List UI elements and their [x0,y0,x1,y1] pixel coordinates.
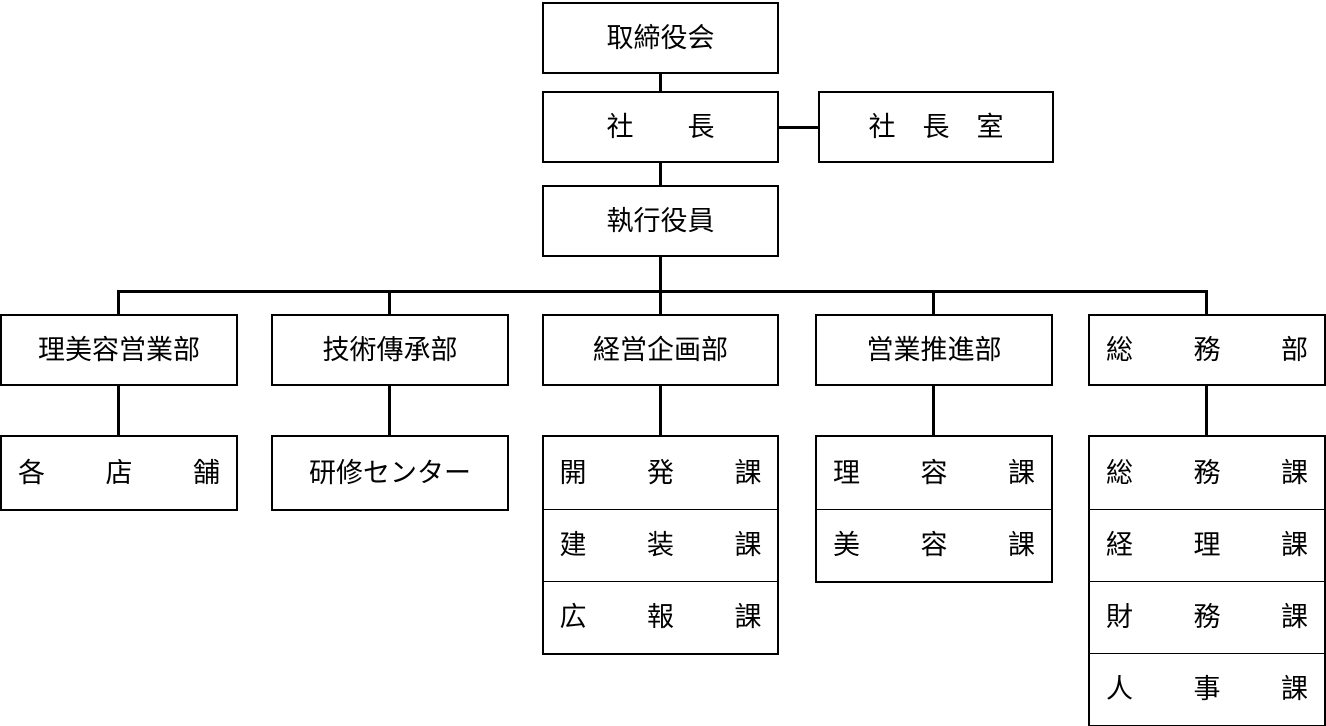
node-general-affairs-section[interactable]: 総 務 課 [1106,457,1325,489]
node-each-store[interactable]: 各 店 舗 [18,457,237,489]
node-executive-officers[interactable]: 執行役員 [542,185,779,257]
node-dept-general-affairs[interactable]: 総 務 部 [1088,314,1326,386]
node-board-of-directors[interactable]: 取締役会 [542,2,779,74]
node-dept-skill-transfer[interactable]: 技術傳承部 [271,314,509,386]
connector-dept-1-to-children [117,384,120,437]
node-dept-corporate-planning[interactable]: 経営企画部 [542,314,779,386]
stack-corporate-planning-children: 開 発 課 建 装 課 広 報 課 [542,435,779,655]
node-finance-section[interactable]: 財 務 課 [1090,581,1324,653]
node-dept-sales-promotion[interactable]: 営業推進部 [815,314,1053,386]
node-barber-section[interactable]: 理 容 課 [833,457,1052,489]
stack-general-affairs-children: 総 務 課 経 理 課 財 務 課 人 事 課 [1088,435,1326,726]
stack-sales-promotion-children: 理 容 課 美 容 課 [815,435,1053,583]
node-dept-beauty-sales[interactable]: 理美容営業部 [0,314,238,386]
node-beauty-section[interactable]: 美 容 課 [817,509,1051,581]
connector-department-bus [117,290,1208,293]
node-training-center[interactable]: 研修センター [309,457,471,489]
node-president[interactable]: 社 長 [542,91,779,163]
connector-bus-to-dept-1 [117,290,120,316]
connector-bus-to-dept-4 [932,290,935,316]
node-human-resources-section[interactable]: 人 事 課 [1090,653,1324,725]
stack-skill-transfer-children: 研修センター [271,435,509,511]
connector-president-to-executives [659,161,662,187]
node-public-relations-section[interactable]: 広 報 課 [544,581,777,653]
connector-bus-to-dept-5 [1205,290,1208,316]
node-president-office[interactable]: 社 長 室 [818,91,1054,163]
connector-dept-4-to-children [932,384,935,437]
connector-dept-2-to-children [388,384,391,437]
connector-president-to-president-office [777,126,820,129]
node-construction-section[interactable]: 建 装 課 [544,509,777,581]
connector-bus-to-dept-2 [388,290,391,316]
connector-dept-5-to-children [1205,384,1208,437]
connector-executives-to-bus [659,254,662,293]
connector-bus-to-dept-3 [659,290,662,316]
node-accounting-section[interactable]: 経 理 課 [1090,509,1324,581]
connector-board-to-president [659,71,662,93]
stack-beauty-sales-children: 各 店 舗 [0,435,238,511]
node-development-section[interactable]: 開 発 課 [559,457,779,489]
connector-dept-3-to-children [659,384,662,437]
